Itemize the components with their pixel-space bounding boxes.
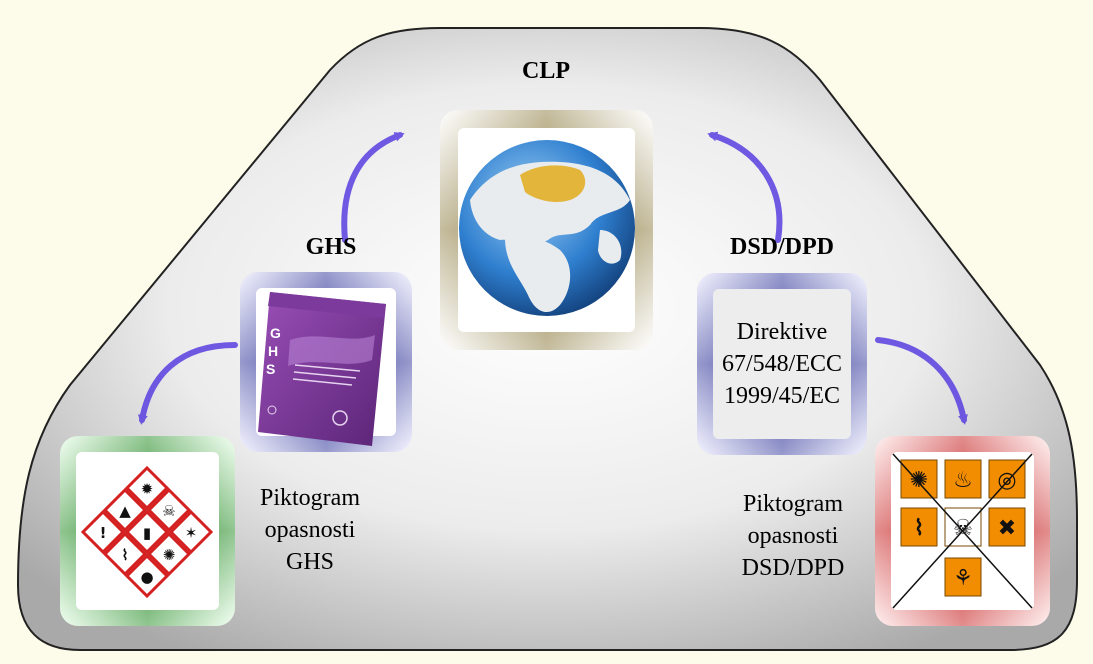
arrows xyxy=(137,131,968,425)
flame-over-circle-icon: ▲ xyxy=(102,487,148,533)
dsd-pictogram-caption: Piktogram opasnosti DSD/DPD xyxy=(718,488,868,584)
svg-text:▲: ▲ xyxy=(119,502,131,520)
flame-icon: ♨ xyxy=(944,459,982,499)
environment-icon: ✹ xyxy=(124,465,170,511)
dsd-title: DSD/DPD xyxy=(729,234,834,260)
health-hazard-icon: ✺ xyxy=(146,531,192,577)
clp-node xyxy=(440,110,653,350)
dsd-directive-line: 67/548/ECC xyxy=(721,351,842,377)
skull-crossbones-icon: ▮ xyxy=(124,509,170,555)
svg-text:⚘: ⚘ xyxy=(953,566,973,591)
ghs-pictogram-caption: Piktogram opasnosti GHS xyxy=(240,482,380,578)
ghs-pictogram-caption-line: Piktogram xyxy=(260,485,360,511)
dsd-pictogram-caption-line: opasnosti xyxy=(747,523,839,549)
dsd-pictogram-node: ✺ ♨ ◎ ⌇ ☠ ✖ ⚘ xyxy=(875,436,1050,626)
ghs-pictogram-node: ✹ ▲ ☠! ▮ ✶ ⌇ ✺ ● xyxy=(60,436,235,626)
svg-text:H: H xyxy=(268,343,278,359)
clp-title: CLP xyxy=(522,58,570,84)
svg-text:!: ! xyxy=(100,524,107,542)
dsd-directives-text: Direktive 67/548/ECC 1999/45/EC xyxy=(713,316,851,412)
dsd-directive-line: Direktive xyxy=(736,319,828,345)
svg-text:☠: ☠ xyxy=(953,516,973,541)
arrow-dsd-to-clp xyxy=(707,131,783,243)
dsd-pictogram-caption-line: Piktogram xyxy=(743,491,843,517)
svg-text:✹: ✹ xyxy=(141,480,154,498)
environment-icon: ⚘ xyxy=(944,557,982,597)
arrow-dsd-to-pictogram xyxy=(875,337,968,425)
svg-text:✶: ✶ xyxy=(185,524,198,542)
corrosive-icon: ⌇ xyxy=(900,507,938,547)
svg-text:S: S xyxy=(266,361,275,377)
arrow-ghs-to-pictogram xyxy=(137,342,238,425)
svg-text:⌇: ⌇ xyxy=(914,516,925,541)
ghs-pictogram-caption-line: GHS xyxy=(285,549,334,575)
ghs-title: GHS xyxy=(305,234,357,260)
exclamation-mark-icon: ☠ xyxy=(146,487,192,533)
ghs-hazard-diamonds-icon: ✹ ▲ ☠! ▮ ✶ ⌇ ✺ ● xyxy=(80,465,214,599)
svg-text:✖: ✖ xyxy=(998,516,1016,541)
ghs-pictogram-caption-line: opasnosti xyxy=(264,517,356,543)
exploding-bomb-icon: ● xyxy=(124,553,170,599)
svg-text:●: ● xyxy=(140,568,153,586)
gas-cylinder-icon: ! xyxy=(80,509,126,555)
svg-text:▮: ▮ xyxy=(143,524,151,542)
ghs-node: G H S xyxy=(240,272,412,452)
dsd-directive-line: 1999/45/EC xyxy=(723,383,840,409)
svg-text:✺: ✺ xyxy=(910,468,928,493)
oxidizing-icon: ◎ xyxy=(988,459,1026,499)
dsd-node xyxy=(697,273,867,455)
corrosion-icon: ⌇ xyxy=(102,531,148,577)
globe-icon xyxy=(459,140,635,316)
svg-text:✺: ✺ xyxy=(163,546,176,564)
flame-icon: ✶ xyxy=(168,509,214,555)
svg-text:G: G xyxy=(270,325,281,341)
dsd-pictogram-caption-line: DSD/DPD xyxy=(741,555,845,581)
explosive-icon: ✺ xyxy=(900,459,938,499)
toxic-skull-icon: ☠ xyxy=(944,507,982,547)
svg-text:⌇: ⌇ xyxy=(121,546,128,564)
svg-text:♨: ♨ xyxy=(953,468,973,493)
arrow-ghs-to-clp xyxy=(341,132,405,243)
ghs-purple-book-icon: G H S xyxy=(258,292,386,446)
svg-text:☠: ☠ xyxy=(162,502,175,520)
harmful-x-icon: ✖ xyxy=(988,507,1026,547)
cross-out-icon xyxy=(892,453,1033,609)
